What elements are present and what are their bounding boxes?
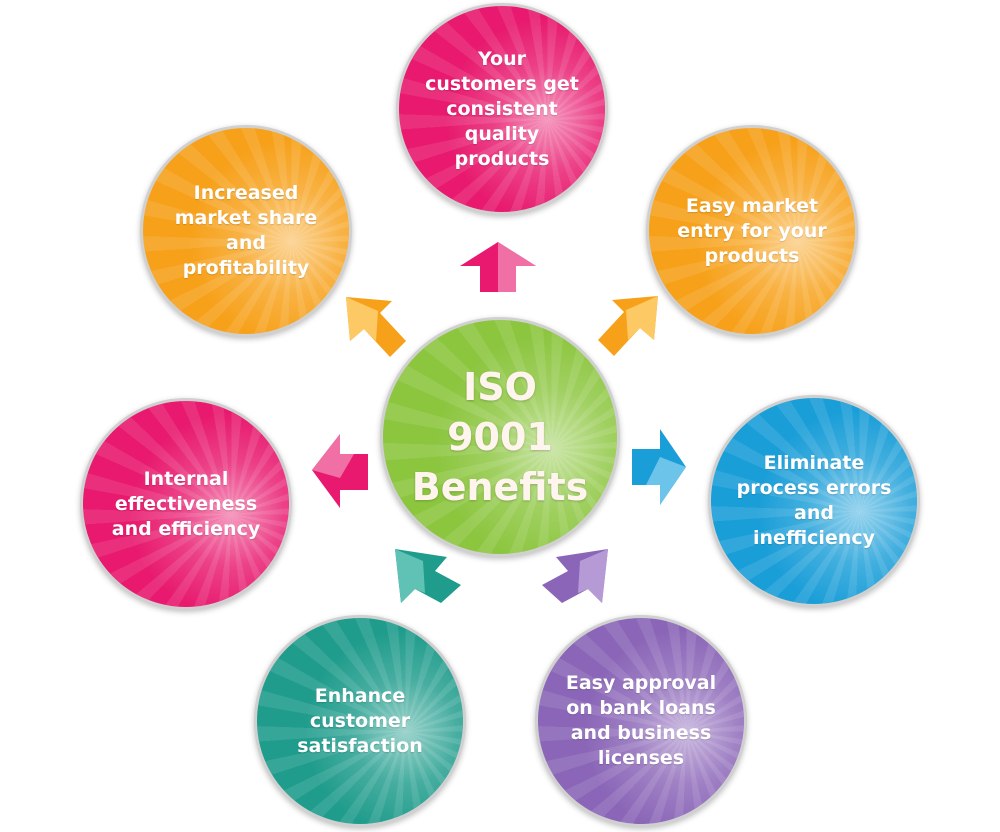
center-title: ISO 9001 Benefits	[411, 365, 589, 509]
down-left-arrow-icon	[395, 549, 461, 603]
benefit-label: Internal effectiveness and efficiency	[111, 467, 261, 540]
up-arrow-icon	[460, 242, 536, 292]
benefit-label: Easy market entry for your products	[677, 194, 827, 267]
up-right-arrow-icon	[598, 296, 658, 356]
down-right-arrow-icon	[542, 549, 608, 603]
benefit-label: Eliminate process errors and inefficienc…	[736, 452, 892, 549]
benefit-bubble-consistent-quality: Your customers get consistent quality pr…	[396, 3, 608, 215]
benefit-label: Easy approval on bank loans and business…	[565, 672, 717, 769]
right-arrow-icon	[632, 429, 686, 505]
benefit-bubble-market-entry: Easy market entry for your products	[646, 125, 858, 337]
benefit-bubble-bank-loans: Easy approval on bank loans and business…	[535, 615, 747, 827]
benefit-bubble-eliminate-errors: Eliminate process errors and inefficienc…	[708, 395, 920, 607]
up-left-arrow-icon	[346, 297, 406, 357]
benefit-label: Enhance customer satisfaction	[297, 684, 423, 757]
benefit-label: Increased market share and profitability	[174, 182, 318, 279]
benefit-bubble-market-share: Increased market share and profitability	[140, 125, 352, 337]
center-bubble: ISO 9001 Benefits	[380, 317, 620, 557]
benefit-bubble-customer-satisfaction: Enhance customer satisfaction	[254, 615, 466, 827]
benefit-label: Your customers get consistent quality pr…	[425, 47, 579, 170]
left-arrow-icon	[312, 434, 368, 508]
benefit-bubble-internal-effectiveness: Internal effectiveness and efficiency	[80, 398, 292, 610]
